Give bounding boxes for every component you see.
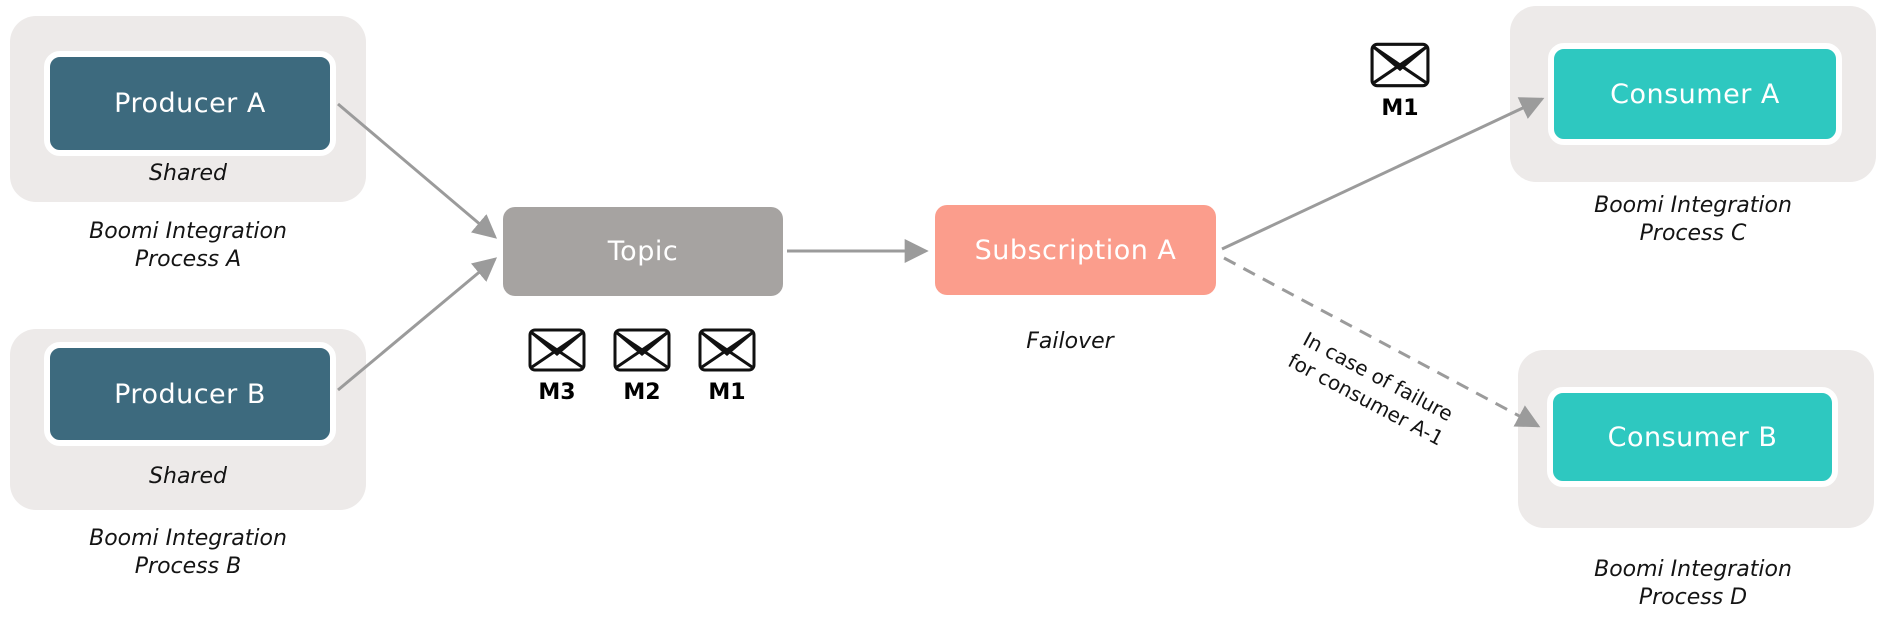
topic-node: Topic bbox=[503, 207, 783, 296]
producer-a-node: Producer A bbox=[44, 51, 336, 156]
consumer-a-process-caption: Boomi Integration Process C bbox=[1510, 192, 1876, 248]
subscription-failover-caption: Failover bbox=[1026, 329, 1114, 354]
consumer-b-process-line2: Process D bbox=[1638, 585, 1748, 610]
consumer-b-label: Consumer B bbox=[1607, 421, 1778, 453]
consumer-b-node: Consumer B bbox=[1547, 387, 1838, 487]
producer-b-process-caption: Boomi Integration Process B bbox=[10, 525, 366, 581]
arrow-subscription-to-consumer-a bbox=[1221, 97, 1545, 251]
consumer-a-process-line2: Process C bbox=[1639, 221, 1747, 246]
consumer-a-process-line1: Boomi Integration bbox=[1594, 193, 1792, 218]
consumer-a-label: Consumer A bbox=[1610, 78, 1780, 110]
producer-b-process-line1: Boomi Integration bbox=[89, 526, 287, 551]
producer-a-label: Producer A bbox=[114, 88, 266, 119]
producer-a-process-caption: Boomi Integration Process A bbox=[10, 218, 366, 274]
message-m1-label: M1 bbox=[708, 380, 746, 405]
message-m3-label: M3 bbox=[538, 380, 576, 405]
producer-b-process-line2: Process B bbox=[134, 554, 242, 579]
topic-label: Topic bbox=[607, 236, 679, 267]
envelope-icon bbox=[1370, 42, 1430, 92]
producer-a-process-line2: Process A bbox=[134, 247, 242, 272]
envelope-icon bbox=[613, 328, 671, 376]
inflight-message-m1-label: M1 bbox=[1381, 96, 1419, 121]
envelope-icon bbox=[528, 328, 586, 376]
producer-a-shared-caption: Shared bbox=[149, 161, 227, 186]
producer-b-node: Producer B bbox=[44, 342, 336, 446]
producer-b-label: Producer B bbox=[114, 378, 266, 410]
failover-note-line2: for consumer A-1 bbox=[1284, 348, 1448, 451]
consumer-b-process-line1: Boomi Integration bbox=[1594, 557, 1792, 582]
failover-note-line1: In case of failure bbox=[1299, 326, 1458, 427]
producer-a-process-line1: Boomi Integration bbox=[89, 219, 287, 244]
message-m2-label: M2 bbox=[623, 380, 661, 405]
subscription-a-label: Subscription A bbox=[974, 234, 1177, 266]
subscription-a-node: Subscription A bbox=[935, 205, 1216, 295]
envelope-icon bbox=[698, 328, 756, 376]
failover-note: In case of failure for consumer A-1 bbox=[1236, 299, 1508, 476]
consumer-b-process-caption: Boomi Integration Process D bbox=[1510, 556, 1876, 612]
consumer-a-node: Consumer A bbox=[1548, 43, 1842, 145]
producer-b-shared-caption: Shared bbox=[149, 464, 227, 489]
